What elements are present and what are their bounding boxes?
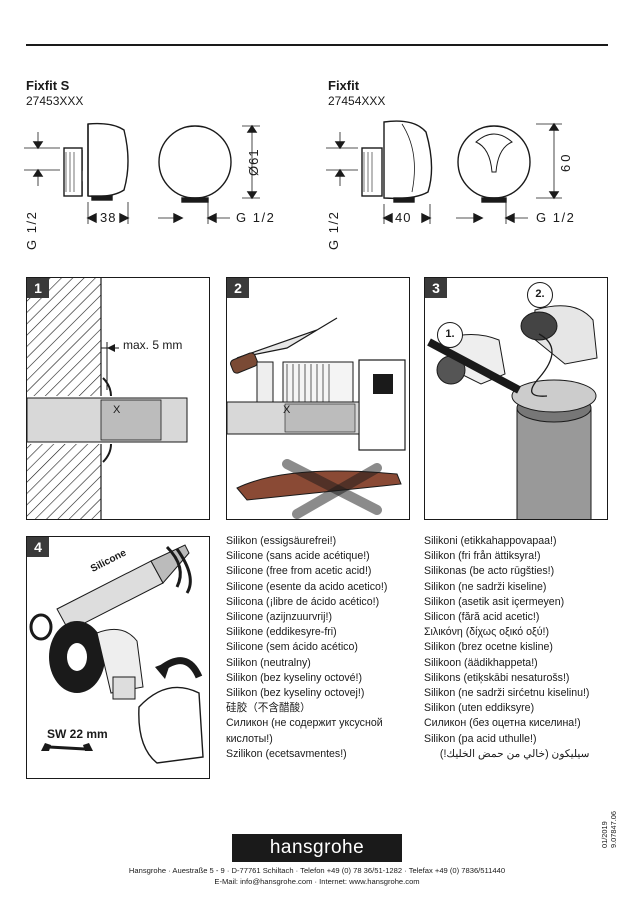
footer-contact: E-Mail: info@hansgrohe.com · Internet: w…	[214, 877, 420, 886]
silicone-notes-right: Silikoni (etikkahappovapaa!) Silikon (fri…	[424, 534, 589, 762]
tech-drawing-fixfit-s	[24, 122, 260, 224]
wall-pipe-illustration	[27, 278, 188, 519]
step-label-second: 2.	[527, 282, 553, 308]
document-codes: 01/2019 9.07847.06	[600, 811, 618, 848]
silicone-note: Silikon (essigsäurefrei!)	[226, 535, 337, 547]
cutting-tools-illustration	[227, 317, 406, 519]
product-code-fixfit: 27454XXX	[328, 94, 386, 108]
silicone-mounting-illustration	[29, 544, 204, 764]
step-number: 2	[227, 278, 249, 298]
silicone-note: Silikoni (etikkahappovapaa!)	[424, 535, 557, 547]
max-gap-note: max. 5 mm	[123, 338, 183, 352]
silicone-note: Силикон (не содержит уксусной	[226, 717, 383, 730]
silicone-note: Silicone (free from acetic acid!)	[226, 565, 372, 578]
step-number: 4	[27, 537, 49, 557]
dim-thread-front-1: G 1/2	[236, 210, 276, 225]
thread-cleaning-illustration	[427, 305, 598, 519]
silicone-note: Silicone (sem ácido acético)	[226, 641, 358, 654]
step-1-panel: 1 max. 5 mm X	[26, 277, 210, 520]
silicone-note: Silicona (¡libre de ácido acético!)	[226, 595, 380, 608]
step-number: 1	[27, 278, 49, 298]
step-label-first: 1.	[437, 322, 463, 348]
silicone-note: Silikon (bez kyseliny octové!)	[226, 671, 363, 684]
dim-thread-front-2: G 1/2	[536, 210, 576, 225]
step-2-panel: 2 X	[226, 277, 410, 520]
wrench-size-label: SW 22 mm	[47, 727, 108, 741]
tech-drawing-fixfit	[326, 120, 562, 224]
silicone-note: кислоты!)	[226, 732, 273, 745]
step-3-panel: 3 1. 2.	[424, 277, 608, 520]
silicone-note: Silikon (bez kyseliny octovej!)	[226, 687, 365, 700]
silicone-note: Silikon (neutralny)	[226, 656, 311, 669]
dim-diameter-1: Ø61	[246, 148, 261, 176]
silicone-note: Silikon (ne sadrži sirćetnu kiselinu!)	[424, 687, 590, 700]
silicone-note: Silikon (uten eddiksyre)	[424, 702, 535, 715]
silicone-notes-left: Silikon (essigsäurefrei!) Silicone (sans …	[226, 534, 387, 762]
silicone-note: Silikonas (be acto rūgšties!)	[424, 565, 555, 578]
silicone-note: Silikon (brez ocetne kisline)	[424, 641, 553, 654]
silicone-note: Silikon (ne sadrži kiseline)	[424, 580, 547, 593]
product-name-fixfit: Fixfit	[328, 78, 360, 93]
silicone-note: Silicone (esente da acido acetico!)	[226, 580, 388, 593]
silicone-note: Σιλικόνη (δίχως οξικό οξύ!)	[424, 626, 550, 639]
silicone-note: Silicon (fără acid acetic!)	[424, 611, 540, 624]
silicone-note: Силикон (без оцетна киселина!)	[424, 717, 581, 730]
footer-address: Hansgrohe · Auestraße 5 - 9 · D-77761 Sc…	[128, 866, 506, 875]
silicone-note: سيليكون (خالي من حمض الخليك!)	[439, 747, 590, 760]
dim-height-2: 60	[558, 151, 573, 172]
silicone-note: Silicone (sans acide acétique!)	[226, 550, 370, 563]
cut-mark: X	[283, 404, 291, 416]
header-rule	[26, 44, 608, 46]
brand-logo: hansgrohe	[232, 834, 402, 862]
document-number: 9.07847.06	[609, 811, 618, 848]
silicone-note: 硅胶（不含醋酸）	[226, 702, 311, 715]
silicone-note: Szilikon (ecetsavmentes!)	[226, 747, 347, 760]
silicone-note: Silicone (azijnzuurvrij!)	[226, 611, 332, 624]
document-date: 01/2019	[600, 821, 609, 848]
silicone-note: Silikons (etiķskābi nesaturošs!)	[424, 671, 570, 684]
dim-thread-vertical-1: G 1/2	[24, 210, 39, 250]
silicone-note: Silikoon (äädikhappeta!)	[424, 656, 538, 669]
dim-depth-1: 38	[100, 210, 117, 225]
silicone-note: Silikon (pa acid uthulle!)	[424, 732, 537, 745]
silicone-note: Silikon (fri från ättiksyra!)	[424, 550, 541, 563]
dim-depth-2: 40	[395, 210, 412, 225]
cut-mark: X	[113, 404, 121, 416]
product-code-fixfit-s: 27453XXX	[26, 94, 84, 108]
silicone-note: Silikone (eddikesyre-fri)	[226, 626, 337, 639]
step-number: 3	[425, 278, 447, 298]
dim-thread-vertical-2: G 1/2	[326, 210, 341, 250]
silicone-note: Silikon (asetik asit içermeyen)	[424, 595, 565, 608]
step-4-panel: 4 Silicone SW 22 mm	[26, 536, 210, 779]
product-name-fixfit-s: Fixfit S	[26, 78, 70, 93]
